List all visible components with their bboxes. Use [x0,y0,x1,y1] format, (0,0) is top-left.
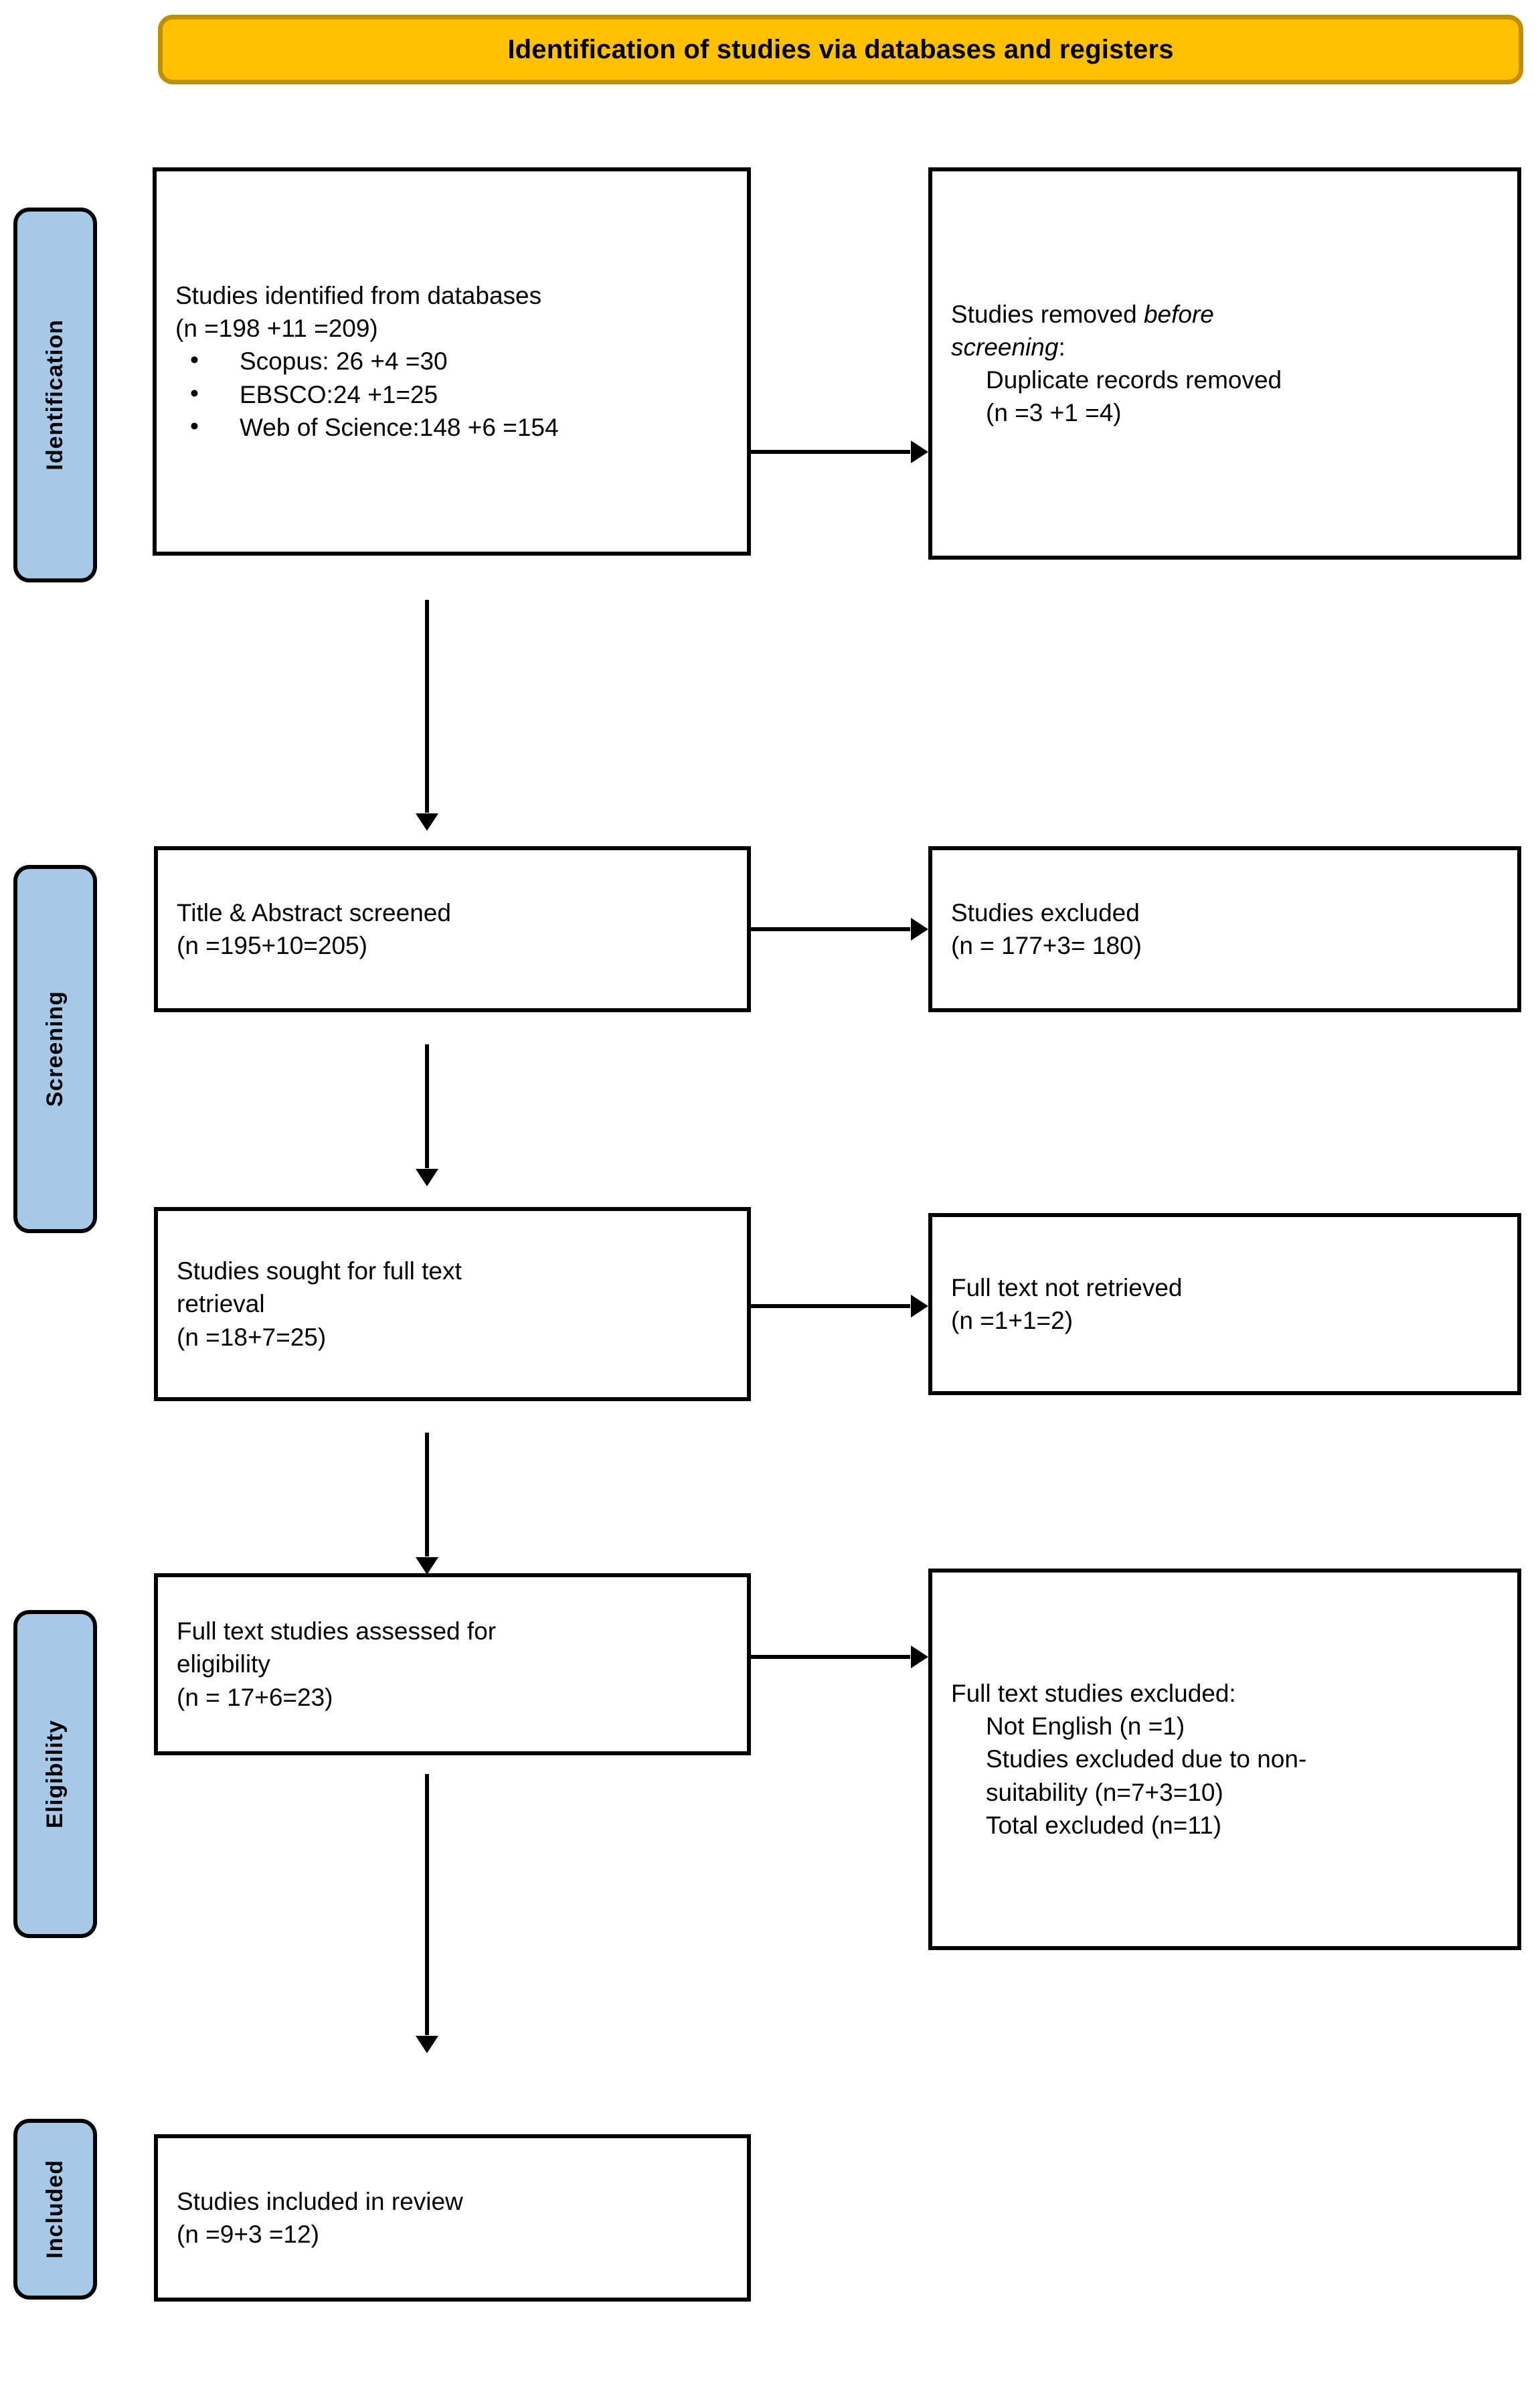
arrow-identified-to-removed [751,450,910,454]
included-in-review-line-1: Studies included in review [177,2187,463,2215]
box-full-text-not-retrieved: Full text not retrieved (n =1+1=2) [928,1213,1521,1395]
full-text-excluded-line-4: suitability (n=7+3=10) [986,1778,1223,1806]
full-text-not-retrieved-line-2: (n =1+1=2) [951,1307,1074,1334]
arrow-eligibility-to-included [425,1774,429,2035]
full-text-excluded-line-5: Total excluded (n=11) [986,1811,1222,1839]
list-item: Scopus: 26 +4 =30 [175,343,728,378]
stage-label-screening-text: Screening [42,991,68,1107]
studies-excluded-line-1: Studies excluded [951,898,1140,927]
studies-removed-line-2-emph: screening [951,333,1059,361]
diagram-title-banner: Identification of studies via databases … [158,15,1523,84]
arrow-identification-to-screening [425,600,429,813]
diagram-title-text: Identification of studies via databases … [507,35,1174,64]
studies-excluded-line-2: (n = 177+3= 180) [951,932,1142,959]
assessed-eligibility-line-1: Full text studies assessed for [177,1617,497,1646]
box-title-abstract-screened: Title & Abstract screened (n =195+10=205… [154,846,751,1012]
box-sought-full-text: Studies sought for full text retrieval (… [154,1207,751,1401]
sought-full-text-line-2: retrieval [177,1290,265,1318]
arrow-full-text-sought-to-eligibility [425,1433,429,1556]
box-studies-excluded: Studies excluded (n = 177+3= 180) [928,846,1521,1012]
studies-removed-line-2-tail: : [1058,333,1065,361]
included-in-review-line-2: (n =9+3 =12) [177,2221,319,2248]
sought-full-text-line-1: Studies sought for full text [177,1257,462,1285]
studies-identified-source-list: Scopus: 26 +4 =30 EBSCO:24 +1=25 Web of … [175,343,728,444]
sought-full-text-line-3: (n =18+7=25) [177,1323,327,1351]
studies-removed-line-2: screening: [951,331,1499,364]
list-item: Web of Science:148 +6 =154 [175,410,728,444]
studies-removed-line-1-lead: Studies removed [951,300,1144,328]
box-included-in-review: Studies included in review (n =9+3 =12) [154,2134,751,2302]
box-full-text-excluded: Full text studies excluded: Not English … [928,1569,1521,1950]
stage-label-identification: Identification [13,208,97,582]
studies-removed-line-3: Duplicate records removed [986,366,1282,394]
full-text-excluded-line-1: Full text studies excluded: [951,1679,1236,1707]
stage-label-included: Included [13,2119,97,2300]
arrow-screening-to-full-text-sought [425,1044,429,1168]
box-assessed-eligibility: Full text studies assessed for eligibili… [154,1573,751,1755]
studies-identified-line-2: (n =198 +11 =209) [175,315,378,343]
studies-removed-line-4: (n =3 +1 =4) [986,399,1122,427]
studies-identified-line-1: Studies identified from databases [175,281,542,309]
stage-label-eligibility-text: Eligibility [42,1719,68,1829]
full-text-not-retrieved-line-1: Full text not retrieved [951,1273,1183,1301]
box-studies-removed-before-screening: Studies removed before screening: Duplic… [928,167,1521,560]
assessed-eligibility-line-3: (n = 17+6=23) [177,1683,333,1711]
stage-label-screening: Screening [13,865,97,1233]
title-abstract-screened-line-2: (n =195+10=205) [177,932,367,959]
full-text-excluded-line-3: Studies excluded due to non- [986,1745,1307,1773]
assessed-eligibility-line-2: eligibility [177,1650,270,1678]
arrow-eligibility-to-full-text-excluded [751,1655,910,1659]
stage-label-identification-text: Identification [42,319,68,471]
title-abstract-screened-line-1: Title & Abstract screened [177,898,451,927]
list-item: EBSCO:24 +1=25 [175,377,728,411]
stage-label-eligibility: Eligibility [13,1610,97,1938]
studies-removed-line-1-emph: before [1143,300,1214,328]
box-studies-identified: Studies identified from databases (n =19… [153,167,751,556]
arrow-sought-to-not-retrieved [751,1304,910,1308]
studies-removed-line-1: Studies removed before [951,298,1499,331]
stage-label-included-text: Included [42,2160,68,2259]
full-text-excluded-line-2: Not English (n =1) [986,1712,1185,1741]
arrow-screened-to-excluded [751,927,910,931]
